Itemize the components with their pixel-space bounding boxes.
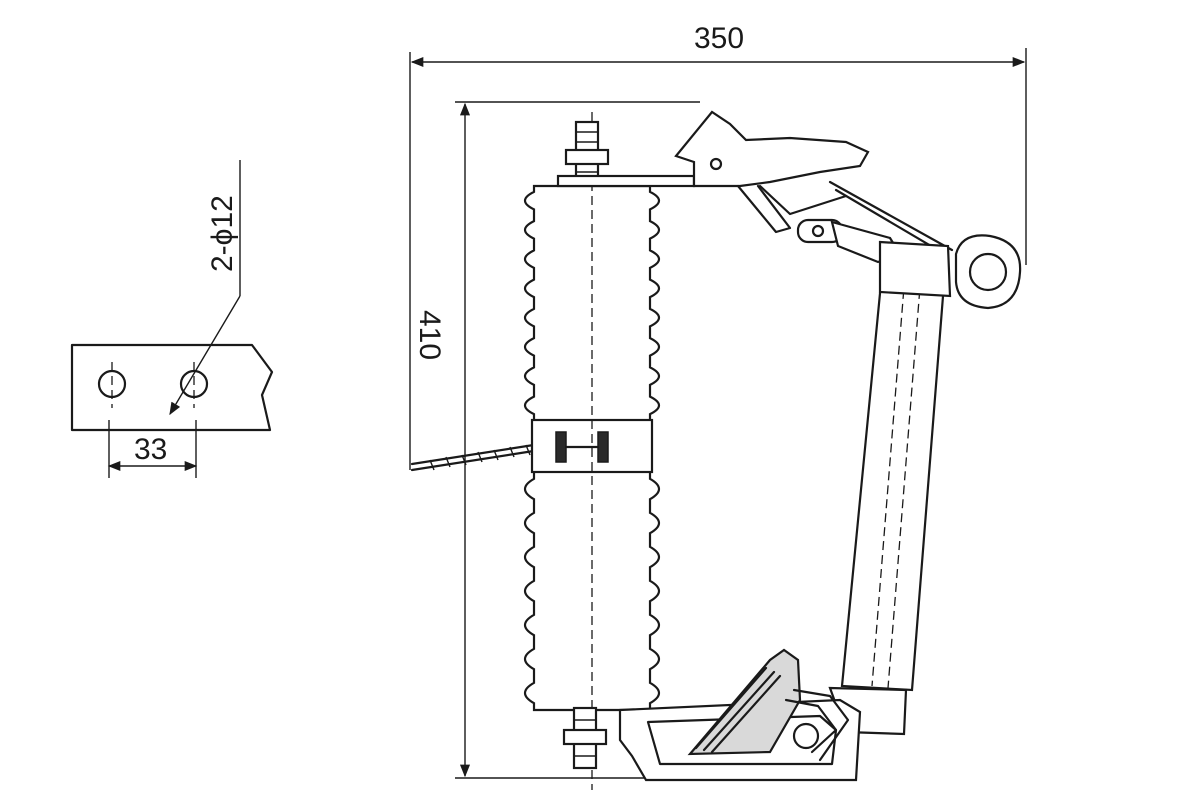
lower-hinge-plate	[687, 648, 802, 756]
upper-contact-hood	[674, 110, 870, 188]
hole-spec-label: 2-ϕ12	[206, 195, 239, 272]
overall-width-dimension: 350	[409, 22, 1027, 470]
upper-tension-wire	[828, 180, 954, 252]
overall-width-label: 350	[694, 22, 744, 55]
porcelain-insulator	[523, 112, 696, 790]
clamp-bolt-right	[597, 431, 609, 463]
hole-spacing-label: 33	[134, 433, 167, 466]
bracket-plate	[70, 343, 274, 432]
ground-wire	[410, 442, 542, 472]
clamp-bolt-left	[555, 431, 567, 463]
bottom-nut	[562, 728, 608, 746]
mounting-bracket-detail: 33 2-ϕ12	[70, 160, 274, 478]
hinge-pin	[792, 722, 820, 750]
fuse-tube-top-cap	[878, 240, 952, 298]
upper-contact-assembly	[674, 110, 954, 264]
overall-height-dimension: 410	[413, 101, 700, 779]
fuse-tube	[828, 234, 1022, 736]
top-nut	[564, 148, 610, 166]
top-cap-plate	[556, 174, 696, 188]
fuse-tube-body	[840, 250, 948, 692]
hole-spec-leader	[169, 295, 241, 416]
overall-height-label: 410	[413, 310, 446, 360]
pull-ring-eye	[968, 252, 1008, 292]
lower-hinge-assembly	[618, 648, 862, 782]
upper-spring-contact	[736, 184, 792, 234]
pull-ring	[954, 234, 1022, 310]
